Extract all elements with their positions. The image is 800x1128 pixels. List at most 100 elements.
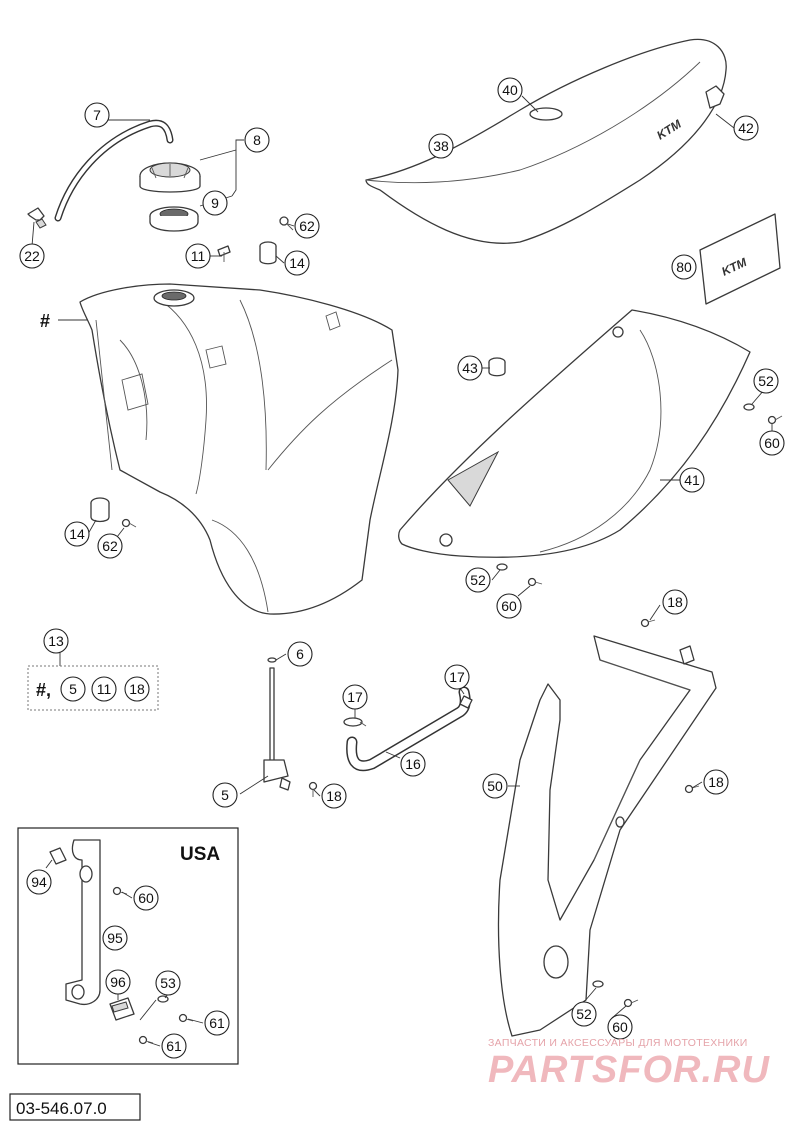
callout-18-tap: 18: [321, 783, 347, 809]
svg-text:14: 14: [69, 526, 85, 542]
screw-60-mid: [527, 577, 543, 587]
callout-17-right: 17: [444, 664, 470, 690]
callout-80: 80: [671, 254, 697, 280]
callout-96: 96: [105, 969, 131, 995]
svg-text:61: 61: [209, 1015, 225, 1031]
callout-7: 7: [84, 102, 110, 128]
svg-text:53: 53: [160, 975, 176, 991]
kit-hash: #,: [36, 680, 51, 700]
callout-62-lower: 62: [97, 533, 123, 559]
callout-62-top: 62: [294, 213, 320, 239]
svg-text:80: 80: [676, 259, 692, 275]
svg-text:8: 8: [253, 132, 261, 148]
kit-contents-box: #, 5 11 18: [27, 665, 159, 711]
shroud-screw-top: [640, 618, 656, 628]
callout-17-left: 17: [342, 684, 368, 710]
callout-11: 11: [185, 243, 211, 269]
callout-18-top: 18: [662, 589, 688, 615]
svg-text:18: 18: [708, 774, 724, 790]
rubber-bushing-lower: [90, 497, 110, 523]
svg-text:22: 22: [24, 248, 40, 264]
callout-60-lower: 60: [607, 1014, 633, 1040]
callout-8: 8: [244, 127, 270, 153]
svg-text:6: 6: [296, 646, 304, 662]
usa-screw-61a: [178, 1013, 194, 1023]
side-cover-right: [398, 309, 751, 558]
svg-text:95: 95: [107, 930, 123, 946]
watermark-brand: PARTSFOR.RU: [488, 1049, 770, 1091]
callout-52-mid: 52: [465, 567, 491, 593]
usa-screw-61b: [138, 1035, 154, 1045]
svg-text:18: 18: [326, 788, 342, 804]
svg-text:52: 52: [758, 373, 774, 389]
callout-94: 94: [26, 869, 52, 895]
callout-95: 95: [102, 925, 128, 951]
svg-text:43: 43: [462, 360, 478, 376]
svg-text:13: 13: [48, 633, 64, 649]
callout-52-upper: 52: [753, 368, 779, 394]
callout-60-usa: 60: [133, 885, 159, 911]
callout-61-right: 61: [204, 1010, 230, 1036]
hose-clamp-right: [459, 695, 473, 709]
tank-group-label: #: [40, 311, 50, 331]
screw-60-upper: [767, 415, 783, 425]
usa-washer-53: [157, 995, 169, 1003]
washer-52-upper: [743, 403, 755, 411]
svg-text:40: 40: [502, 82, 518, 98]
svg-text:60: 60: [138, 890, 154, 906]
usa-clip-96: [109, 997, 135, 1021]
svg-text:41: 41: [684, 472, 700, 488]
svg-text:94: 94: [31, 874, 47, 890]
svg-text:60: 60: [501, 598, 517, 614]
shroud-screw-mid: [684, 784, 700, 794]
washer-52-lower: [592, 980, 604, 988]
small-screw: [217, 245, 231, 262]
svg-text:18: 18: [667, 594, 683, 610]
callout-14-top: 14: [284, 250, 310, 276]
svg-text:17: 17: [449, 669, 465, 685]
svg-text:52: 52: [576, 1006, 592, 1022]
seat-decal: KTM: [699, 213, 781, 305]
callout-41: 41: [679, 467, 705, 493]
svg-text:50: 50: [487, 778, 503, 794]
diagram-code-box: 03-546.07.0: [9, 1093, 141, 1121]
kit-item-5: 5: [60, 676, 86, 702]
washer-52-mid: [496, 563, 508, 571]
callout-61-bottom: 61: [161, 1033, 187, 1059]
callout-52-lower: 52: [571, 1001, 597, 1027]
svg-text:42: 42: [738, 120, 754, 136]
svg-text:7: 7: [93, 107, 101, 123]
callout-50: 50: [482, 773, 508, 799]
usa-bracket: [65, 839, 101, 1006]
screw-60-lower: [623, 998, 639, 1008]
svg-text:5: 5: [69, 681, 77, 697]
diagram-code: 03-546.07.0: [16, 1099, 107, 1118]
svg-text:5: 5: [221, 787, 229, 803]
usa-variant-box: USA: [17, 827, 239, 1065]
shroud: [497, 635, 717, 1037]
callout-43: 43: [457, 355, 483, 381]
breather-hose: [54, 119, 174, 222]
callout-60-mid: 60: [496, 593, 522, 619]
rubber-bushing-top: [259, 241, 277, 265]
watermark: ЗАПЧАСТИ И АКСЕССУАРЫ ДЛЯ МОТОТЕХНИКИ PA…: [488, 1037, 770, 1091]
svg-text:60: 60: [764, 435, 780, 451]
callout-5: 5: [212, 782, 238, 808]
watermark-subtitle: ЗАПЧАСТИ И АКСЕССУАРЫ ДЛЯ МОТОТЕХНИКИ: [488, 1037, 748, 1049]
svg-text:14: 14: [289, 255, 305, 271]
callout-6: 6: [287, 641, 313, 667]
callout-18-mid: 18: [703, 769, 729, 795]
callout-9: 9: [202, 190, 228, 216]
svg-text:18: 18: [129, 681, 145, 697]
hose-clamp-left: [343, 717, 367, 727]
svg-text:38: 38: [433, 138, 449, 154]
svg-text:52: 52: [470, 572, 486, 588]
callout-40: 40: [497, 77, 523, 103]
svg-text:11: 11: [97, 681, 112, 697]
usa-label: USA: [180, 844, 220, 865]
tap-screw-18: [308, 781, 318, 797]
callout-53: 53: [155, 970, 181, 996]
svg-text:96: 96: [110, 974, 126, 990]
svg-text:11: 11: [191, 248, 206, 264]
